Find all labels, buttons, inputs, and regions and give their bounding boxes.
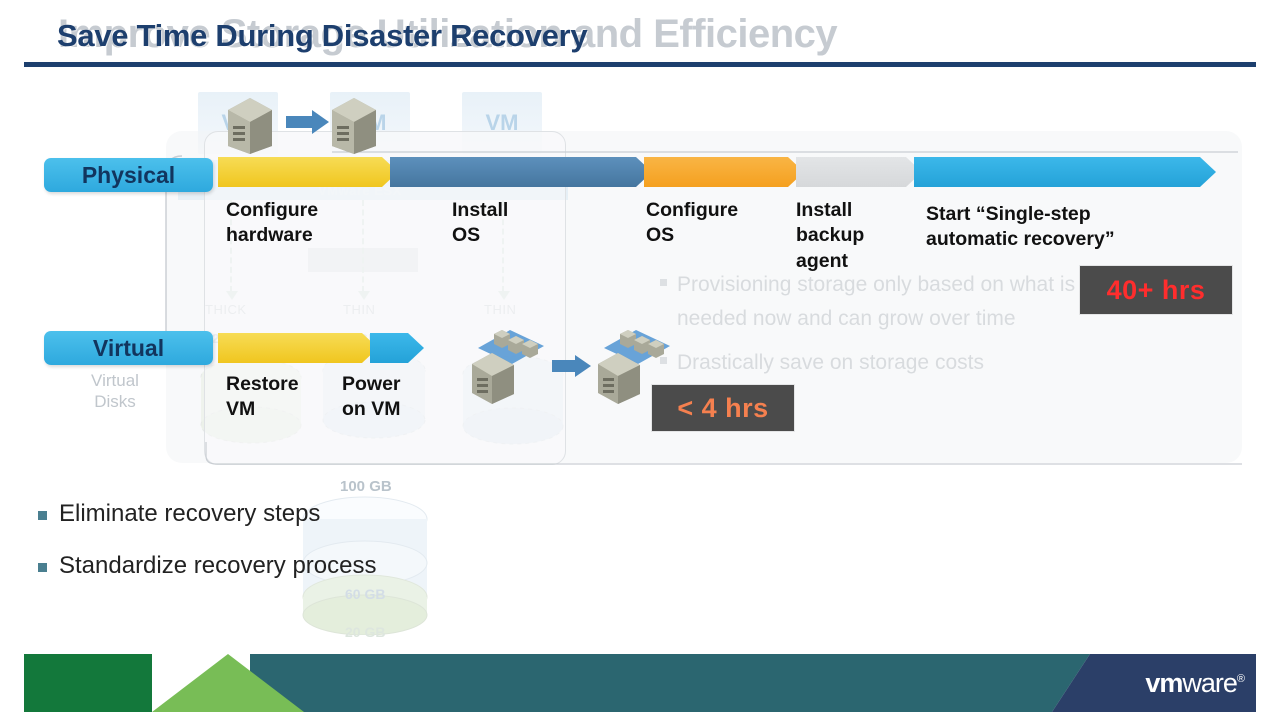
row-label-physical: Physical — [44, 158, 213, 192]
ghost-virtual-disks-line2: Disks — [94, 392, 136, 412]
row-label-physical-text: Physical — [81, 161, 176, 188]
row-label-virtual-text: Virtual — [92, 334, 165, 361]
ghost-virtual-disks-label: Virtual Disks — [70, 370, 160, 413]
title-divider — [24, 62, 1256, 67]
footer-bar: vmware® — [0, 654, 1280, 712]
bullet-square-icon — [38, 562, 47, 572]
timeline-segment-restore-vm[interactable] — [218, 333, 378, 363]
ghost-cylinder-label-100gb: 100 GB — [340, 478, 392, 495]
bullet-square-icon — [38, 511, 47, 520]
bullet-text: Eliminate recovery steps — [59, 500, 321, 527]
timeline-segment-install-backup-agent[interactable] — [796, 157, 922, 187]
timeline-segment-install-os[interactable] — [390, 157, 652, 187]
list-item: Eliminate recovery steps — [38, 500, 598, 529]
vmware-logo-ware: ware — [1182, 668, 1238, 698]
duration-badge-virtual-text: < 4 hrs — [677, 392, 769, 423]
virtualized-host-icon-source — [472, 330, 544, 404]
vmware-logo: vmware® — [1145, 668, 1245, 699]
server-tower-icon-source — [228, 98, 272, 154]
footer-green-block — [24, 654, 152, 712]
vmware-logo-vm: vm — [1145, 668, 1183, 698]
footer-navy-block — [1052, 654, 1256, 712]
arrow-right-icon-middle — [552, 355, 591, 377]
page-title: Save Time During Disaster Recovery — [57, 18, 588, 53]
arrow-right-icon-top — [286, 110, 329, 134]
connector-lines-bottom — [205, 442, 1242, 465]
ghost-cylinder-label-20gb: 20 GB — [345, 624, 386, 640]
virtualized-host-icon-target — [598, 330, 670, 404]
duration-badge-virtual: < 4 hrs — [652, 385, 794, 431]
timeline-segment-start-single-step-automatic-recovery[interactable] — [914, 157, 1216, 187]
footer-teal-band — [250, 654, 1090, 712]
duration-badge-physical: 40+ hrs — [1080, 266, 1232, 314]
ghost-vm-label: VM — [485, 110, 519, 135]
list-item: Standardize recovery process — [38, 552, 598, 581]
registered-mark-icon: ® — [1236, 673, 1245, 685]
timeline-segment-configure-hardware[interactable] — [218, 157, 398, 187]
ghost-virtual-disks-line1: Virtual — [91, 371, 139, 390]
server-tower-icon-target — [332, 98, 376, 154]
bullet-list: Eliminate recovery steps Standardize rec… — [38, 500, 598, 604]
duration-badge-physical-text: 40+ hrs — [1106, 274, 1206, 305]
row-label-virtual: Virtual — [44, 331, 213, 365]
bullet-text: Standardize recovery process — [59, 551, 377, 579]
ghost-cylinder-label-60gb: 60 GB — [345, 586, 386, 602]
timeline-segment-configure-os[interactable] — [644, 157, 804, 187]
